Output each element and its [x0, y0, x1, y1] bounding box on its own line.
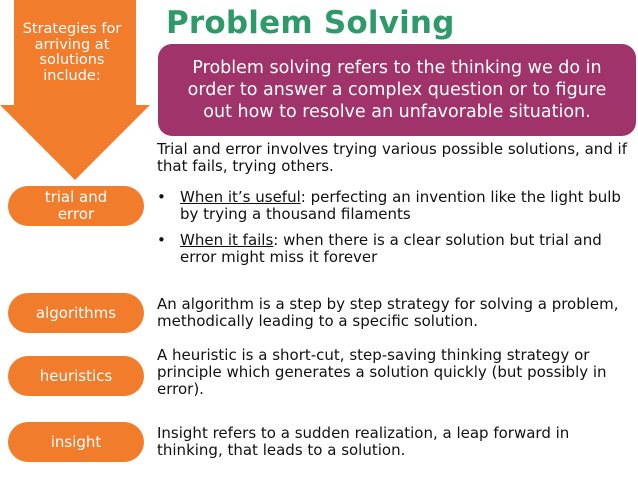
bullet-lead: When it fails: [180, 231, 274, 249]
bullet-dot: •: [157, 188, 166, 206]
strategy-label: algorithms: [35, 303, 117, 322]
strategy-description-insight: Insight refers to a sudden realization, …: [157, 424, 570, 459]
strategy-description-algorithms: An algorithm is a step by step strategy …: [157, 295, 619, 330]
strategy-label: insight: [50, 432, 102, 451]
arrow-caption: Strategies for arriving at solutions inc…: [22, 21, 122, 84]
strategy-description-trial-and-error: Trial and error involves trying various …: [157, 140, 628, 175]
strategy-label: heuristics: [39, 366, 113, 385]
bullet-text: : when there is a clear solution but tri…: [180, 231, 602, 266]
definition-box: Problem solving refers to the thinking w…: [158, 44, 636, 136]
bullet-item: • When it’s useful: perfecting an invent…: [155, 189, 635, 223]
strategy-pill-heuristics: heuristics: [8, 356, 144, 396]
page-title: Problem Solving: [166, 5, 455, 41]
bullet-item: • When it fails: when there is a clear s…: [155, 232, 635, 266]
definition-text: Problem solving refers to the thinking w…: [187, 58, 607, 122]
trial-and-error-bullets: • When it’s useful: perfecting an invent…: [155, 189, 635, 275]
strategy-pill-trial-and-error: trial and error: [8, 186, 144, 226]
strategy-pill-algorithms: algorithms: [8, 293, 144, 333]
down-arrow-shape: [0, 0, 150, 180]
strategy-label: trial and error: [44, 188, 108, 223]
strategy-description-heuristics: A heuristic is a short-cut, step-saving …: [157, 346, 607, 398]
strategy-pill-insight: insight: [8, 422, 144, 462]
bullet-dot: •: [157, 231, 166, 249]
bullet-lead: When it’s useful: [180, 188, 301, 206]
bullet-text: : perfecting an invention like the light…: [180, 188, 621, 223]
